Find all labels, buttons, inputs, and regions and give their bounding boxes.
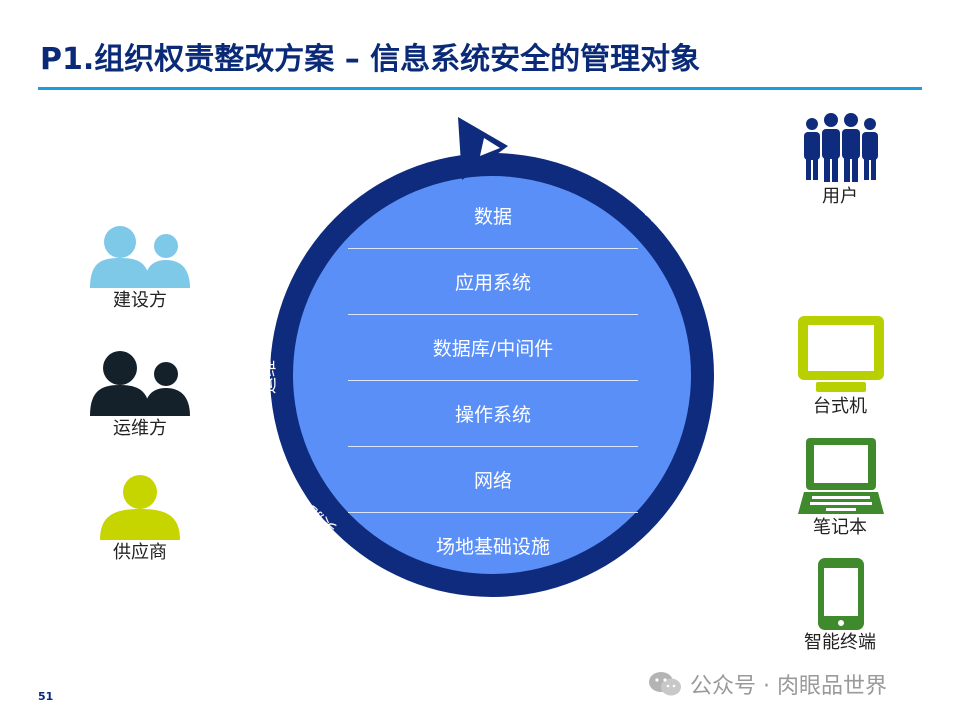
cycle-arrow-notch bbox=[480, 138, 500, 156]
supplier-label: 供应商 bbox=[113, 542, 167, 563]
layer-divider bbox=[348, 512, 638, 513]
layer-application: 应用系统 bbox=[454, 272, 531, 294]
operator-label: 运维方 bbox=[113, 418, 167, 439]
desktop-monitor-icon bbox=[798, 316, 884, 392]
stage-dingyi: 定义 bbox=[715, 357, 735, 391]
page-number: 51 bbox=[38, 690, 54, 703]
layer-database-middleware: 数据库/中间件 bbox=[432, 338, 554, 360]
title-underline bbox=[38, 87, 922, 90]
builder-people-icon bbox=[90, 226, 190, 288]
mobile-label: 智能终端 bbox=[804, 632, 876, 653]
layer-divider bbox=[348, 380, 638, 381]
watermark-text: 公众号 · 肉眼品世界 bbox=[690, 674, 887, 699]
page-title: P1.组织权责整改方案 – 信息系统安全的管理对象 bbox=[40, 42, 701, 77]
operator-people-icon bbox=[90, 351, 190, 416]
stage-yunwei: 运维 bbox=[259, 360, 279, 394]
layer-network: 网络 bbox=[473, 470, 512, 492]
user-label: 用户 bbox=[822, 186, 858, 207]
laptop-icon bbox=[798, 438, 884, 514]
layer-os: 操作系统 bbox=[454, 404, 531, 426]
smartphone-icon bbox=[818, 558, 864, 630]
desktop-label: 台式机 bbox=[813, 396, 867, 417]
management-objects-circle bbox=[293, 176, 691, 574]
supplier-person-icon bbox=[100, 475, 180, 540]
laptop-label: 笔记本 bbox=[813, 517, 867, 538]
users-group-icon bbox=[804, 113, 878, 182]
wechat-logo-icon bbox=[649, 672, 681, 696]
layer-divider bbox=[348, 248, 638, 249]
layer-divider bbox=[348, 446, 638, 447]
layer-data: 数据 bbox=[473, 206, 512, 228]
layer-facility: 场地基础设施 bbox=[435, 536, 550, 558]
builder-label: 建设方 bbox=[113, 290, 167, 311]
layer-divider bbox=[348, 314, 638, 315]
watermark: 公众号 · 肉眼品世界 bbox=[648, 668, 887, 700]
